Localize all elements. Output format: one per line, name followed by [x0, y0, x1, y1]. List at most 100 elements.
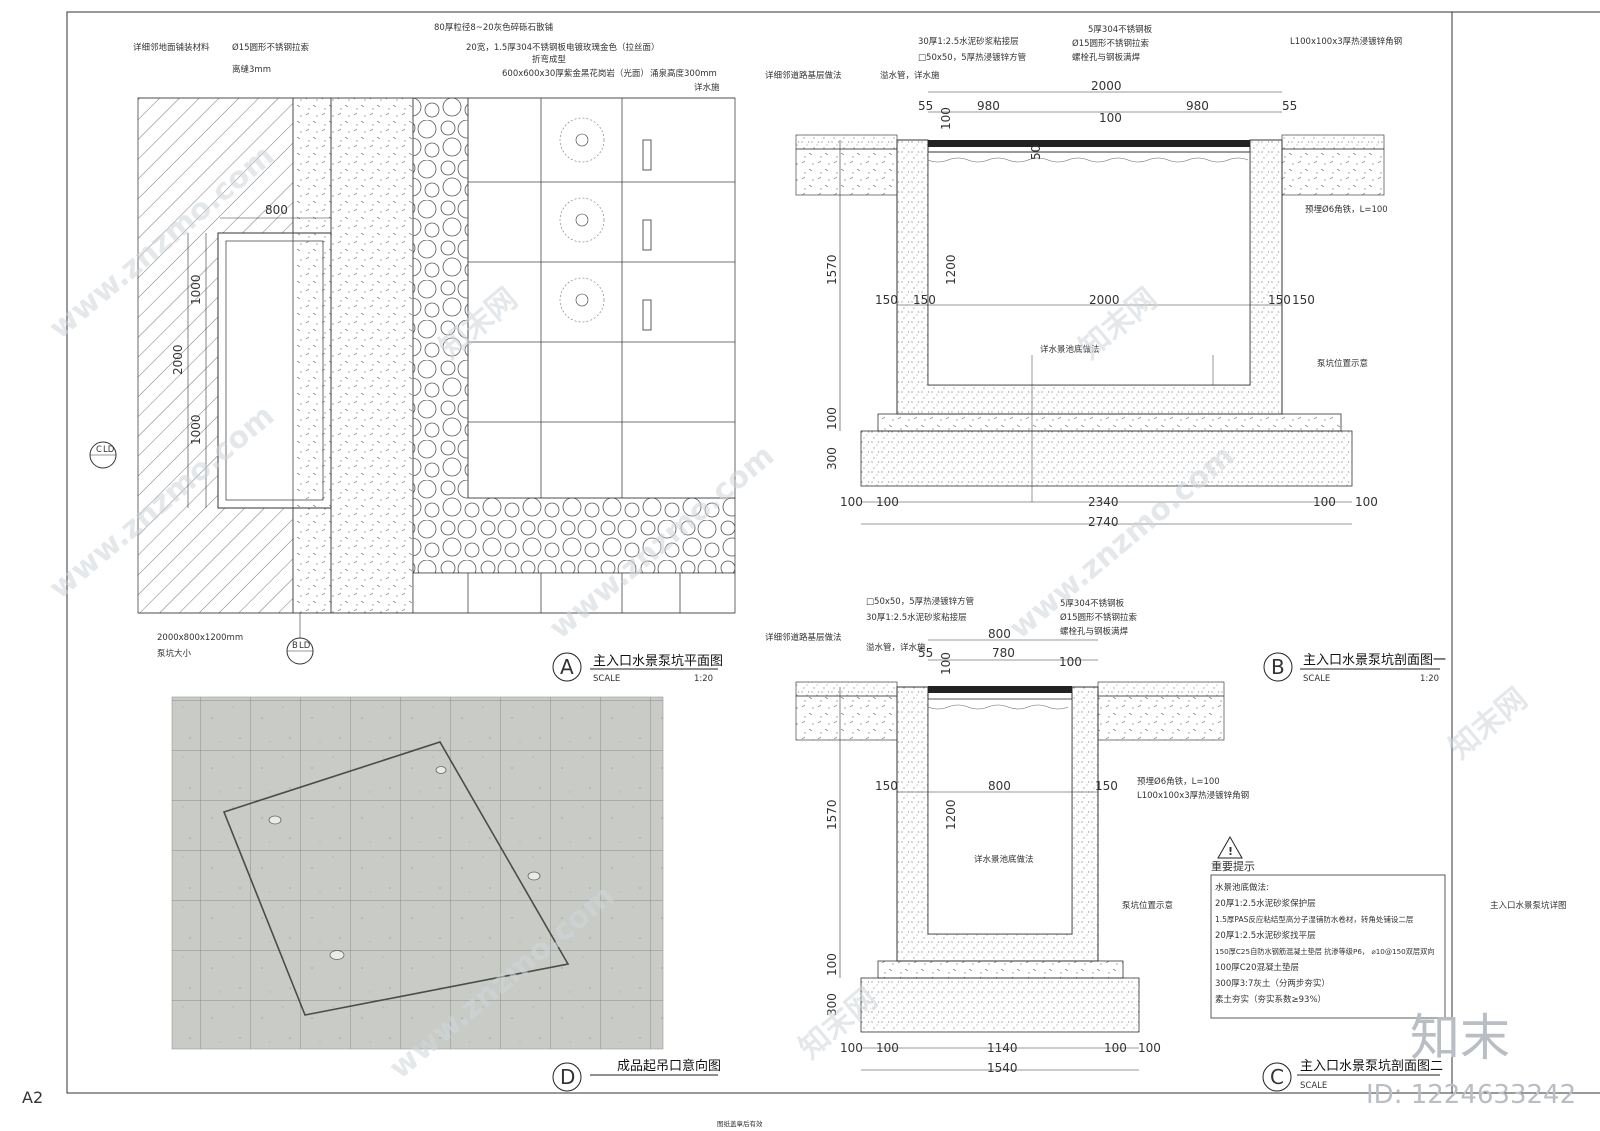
section-b-dim: 100	[876, 495, 899, 509]
section-b-dim: 2000	[1091, 79, 1122, 93]
plan-a-scale-value: 1:20	[694, 674, 713, 684]
important-heading: 重要提示	[1211, 859, 1255, 873]
section-b-note: 预埋Ø6角铁，L=100	[1305, 204, 1388, 215]
section-b-dim: 2740	[1088, 515, 1119, 529]
section-b-dim: 55	[1282, 99, 1297, 113]
plan-note: 2000x800x1200mm	[157, 633, 243, 643]
section-b-dim: 150	[1268, 293, 1291, 307]
plan-note: 600x600x30厚紫金黑花岗岩（光面）	[502, 68, 649, 79]
section-c-dim: 300	[825, 993, 839, 1016]
sheet-size-label: A2	[22, 1088, 43, 1107]
plan-a-scale-label: SCALE	[593, 674, 620, 684]
section-b-note: 泵坑位置示意	[1317, 358, 1368, 369]
side-title: 主入口水景泵坑详图	[1490, 900, 1567, 911]
section-c-dim: 100	[876, 1041, 899, 1055]
section-b	[795, 91, 1385, 525]
section-b-note: L100x100x3厚热浸镀锌角钢	[1290, 36, 1402, 47]
important-item: 20厚1:2.5水泥砂浆保护层	[1215, 898, 1316, 909]
section-b-dim: 2000	[1089, 293, 1120, 307]
plan-note: 泵坑大小	[157, 648, 192, 659]
section-c-dim: 150	[875, 779, 898, 793]
section-b-note: 30厚1:2.5水泥砂浆粘接层	[918, 36, 1019, 47]
section-c-letter: C	[1270, 1065, 1284, 1089]
brand-mark: 知末	[1410, 1009, 1510, 1067]
section-c-note: 30厚1:2.5水泥砂浆粘接层	[866, 612, 967, 623]
section-b-dim: 100	[825, 407, 839, 430]
watermark-text: 知末网	[1443, 681, 1534, 766]
photo-d-letter: D	[560, 1065, 575, 1089]
plan-note: 80厚粒径8~20灰色碎砾石散铺	[434, 22, 554, 33]
plan-note: Ø15圆形不锈钢拉索	[232, 42, 309, 53]
section-c-dim: 1140	[987, 1041, 1018, 1055]
photo-d-image	[171, 696, 664, 1050]
section-c-dim: 1570	[825, 799, 839, 830]
section-b-dim: 100	[1355, 495, 1378, 509]
section-c-dim: 100	[840, 1041, 863, 1055]
plan-a-title: 主入口水景泵坑平面图	[593, 654, 723, 669]
section-b-note: 详细邻道路基层做法	[765, 70, 842, 81]
section-b-dim: 1200	[944, 254, 958, 285]
section-c-note: 详水景池底做法	[974, 854, 1034, 865]
section-c-dim: 780	[992, 646, 1015, 660]
section-c-dim: 100	[939, 652, 953, 675]
section-b-scale-label: SCALE	[1303, 674, 1330, 684]
section-c-dim: 1540	[987, 1061, 1018, 1075]
section-c-dim: 55	[918, 646, 933, 660]
section-c-note: 5厚304不锈钢板	[1060, 598, 1125, 609]
plan-c-marker-letter: C	[96, 445, 102, 455]
important-item: 300厚3:7灰土（分两步夯实）	[1215, 978, 1330, 989]
important-item: 素土夯实（夯实系数≥93%）	[1215, 994, 1326, 1005]
section-b-dim: 980	[977, 99, 1000, 113]
section-b-dim: 2340	[1088, 495, 1119, 509]
section-b-dim: 150	[875, 293, 898, 307]
section-c	[795, 639, 1225, 1071]
section-c-note: 详细邻道路基层做法	[765, 632, 842, 643]
section-c-dim: 100	[1059, 655, 1082, 669]
svg-text:!: !	[1228, 845, 1233, 858]
section-c-dim: 800	[988, 627, 1011, 641]
section-b-dim: 100	[939, 107, 953, 130]
section-c-note: 泵坑位置示意	[1122, 900, 1173, 911]
section-b-dim: 100	[1099, 111, 1122, 125]
section-c-note: □50x50，5厚热浸镀锌方管	[866, 596, 974, 607]
plan-note: 涌泉高度300mm	[650, 68, 717, 79]
section-c-title: 主入口水景泵坑剖面图二	[1300, 1059, 1443, 1074]
fountain-nozzles	[559, 117, 605, 323]
section-c-dim: 100	[825, 953, 839, 976]
bottom-note: 图纸盖章后有效	[717, 1119, 763, 1128]
id-label: ID: 1224633242	[1366, 1080, 1576, 1110]
section-c-dim: 150	[1095, 779, 1118, 793]
important-subheading: 水景池底做法:	[1215, 882, 1269, 893]
plan-b-marker-ref: LD	[299, 641, 311, 651]
plan-note: 折弯成型	[532, 54, 567, 65]
section-c-title-circle	[1262, 1062, 1292, 1092]
plan-note: 详细邻地面铺装材料	[133, 42, 210, 53]
important-item: 100厚C20混凝土垫层	[1215, 962, 1299, 973]
section-b-note: □50x50，5厚热浸镀锌方管	[918, 52, 1026, 63]
plan-c-marker-ref: LD	[103, 445, 115, 455]
section-b-note: Ø15圆形不锈钢拉索	[1072, 38, 1149, 49]
important-notes-box: !	[1210, 835, 1446, 1019]
section-b-dim: 100	[1313, 495, 1336, 509]
section-b-letter: B	[1271, 655, 1285, 679]
section-c-dim: 800	[988, 779, 1011, 793]
photo-d-title: 成品起吊口意向图	[617, 1058, 721, 1074]
section-b-dim: 55	[918, 99, 933, 113]
plan-dim: 1000	[189, 414, 203, 445]
plan-a	[89, 97, 736, 665]
section-b-note: 详水景池底做法	[1040, 344, 1100, 355]
important-item: 150厚C25自防水钢筋混凝土垫层 抗渗等级P6， ⌀10@150双层双向	[1215, 947, 1435, 956]
plan-dim: 1000	[189, 274, 203, 305]
section-b-dim: 300	[825, 447, 839, 470]
section-b-note: 螺栓孔与钢板满焊	[1072, 52, 1141, 63]
section-b-dim: 980	[1186, 99, 1209, 113]
important-item: 1.5厚PAS反应粘结型高分子湿铺防水卷材，转角处铺设二层	[1215, 914, 1414, 924]
section-b-dim: 150	[913, 293, 936, 307]
photo-d-title-circle	[552, 1062, 582, 1092]
section-b-title: 主入口水景泵坑剖面图一	[1303, 653, 1446, 668]
section-c-note: 螺栓孔与钢板满焊	[1060, 626, 1129, 637]
plan-dim: 2000	[171, 344, 185, 375]
plan-note: 详水施	[694, 82, 720, 93]
plan-b-marker-letter: B	[292, 641, 298, 651]
section-c-dim: 100	[1138, 1041, 1161, 1055]
